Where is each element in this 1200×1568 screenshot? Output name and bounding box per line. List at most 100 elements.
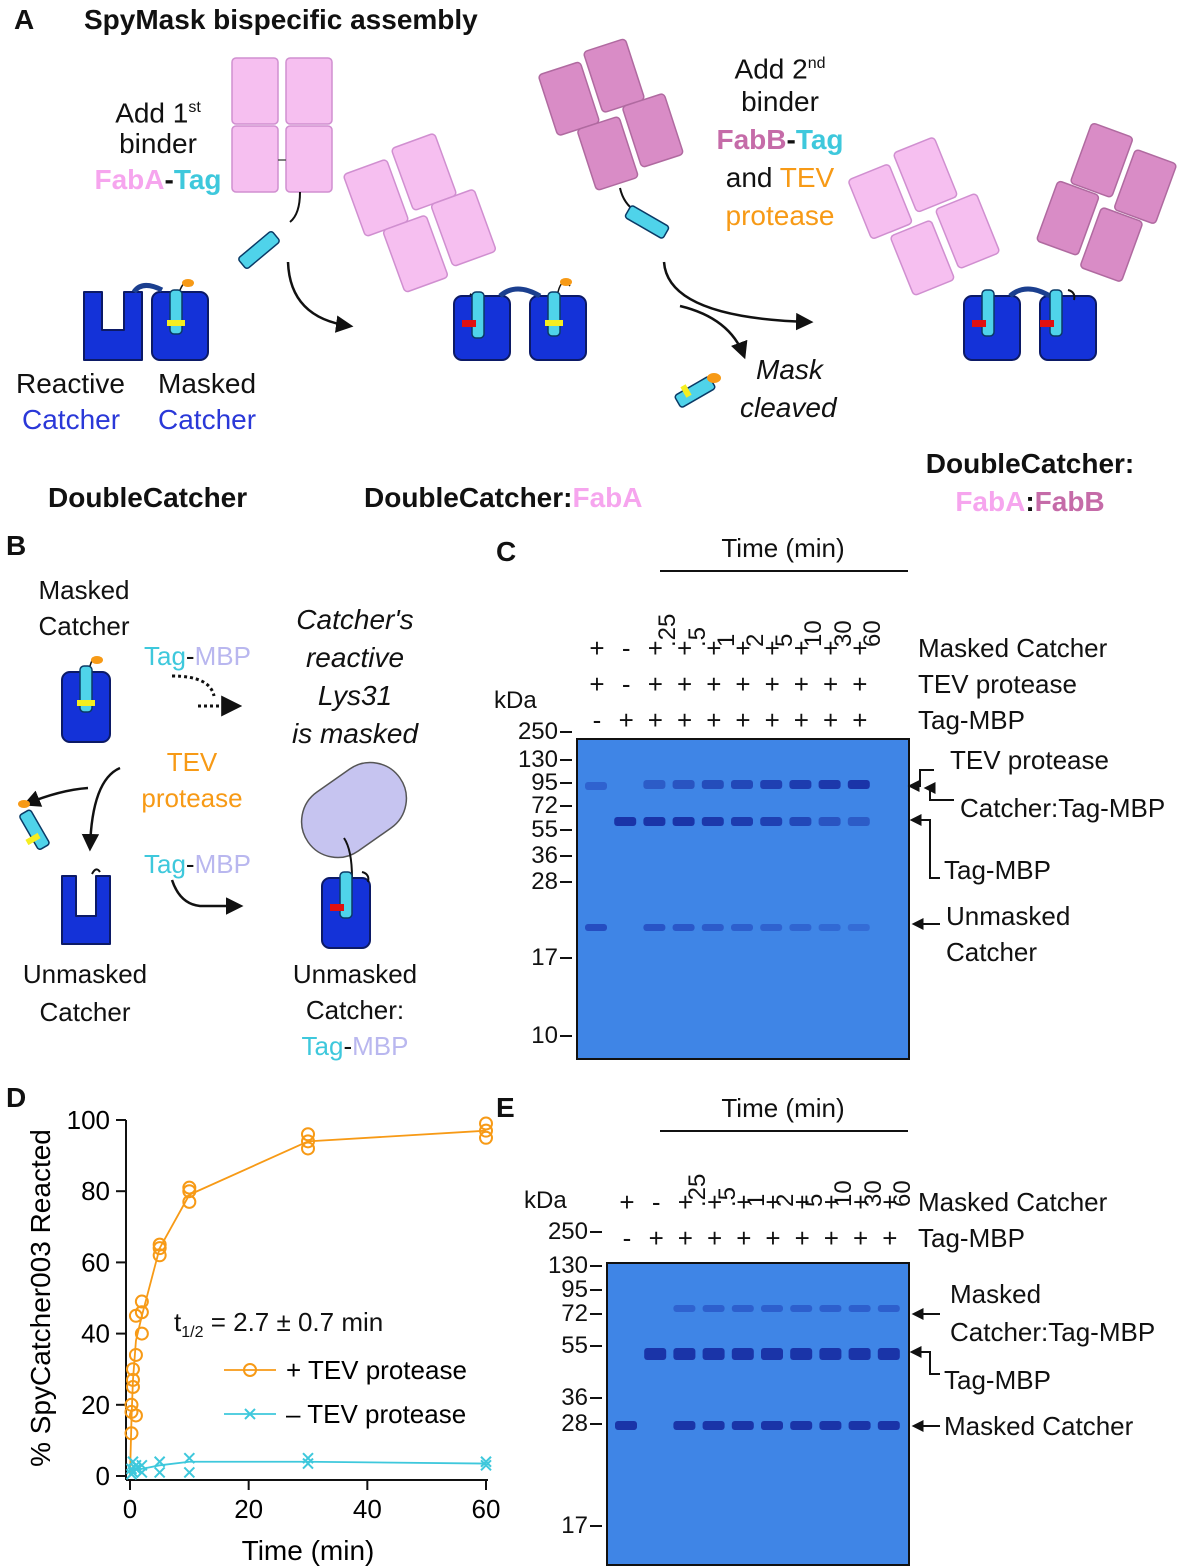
reactive-catcher-label: Catcher [22, 404, 121, 435]
e-band-0-3 [702, 1305, 725, 1312]
c-sign-2-0: - [592, 705, 602, 735]
e-marker-17: 17 [561, 1512, 588, 1539]
masked-catcher-label: Catcher [158, 404, 257, 435]
panel-b-diagram [18, 656, 408, 949]
b-mbp-3: MBP [352, 1031, 409, 1061]
e-sign-0-0: + [619, 1187, 635, 1217]
e-sign-1-5: + [765, 1223, 781, 1253]
c-band-3-3 [672, 924, 695, 931]
cleaved-mask-b-icon [18, 800, 50, 850]
series-0-point-10 [134, 1305, 149, 1320]
step2-fab: FabB [716, 124, 787, 155]
panel-e-letter: E [496, 1092, 515, 1123]
series-0-point-18 [301, 1141, 315, 1156]
c-band-3-9 [847, 924, 870, 931]
e-kda: kDa [524, 1187, 567, 1214]
c-band-3-2 [643, 924, 666, 931]
masked-label: Masked [158, 368, 257, 399]
series-0-point-5 [125, 1362, 140, 1377]
e-sign-0-1: - [651, 1187, 661, 1217]
c-sign-0-7: + [793, 633, 809, 663]
c-sign-1-2: + [647, 669, 663, 699]
series-0-point-17 [182, 1180, 197, 1195]
panel-c-letter: C [496, 536, 517, 567]
series-0-point-19 [301, 1134, 315, 1149]
e-band-0-7 [819, 1305, 842, 1312]
c-sign-1-7: + [793, 669, 809, 699]
step2-line1: Add 2nd [700, 46, 860, 87]
e-sign-0-3: + [707, 1187, 723, 1217]
e-band-masked-2: Catcher:Tag-MBP [950, 1317, 1156, 1347]
c-band-1-3 [672, 780, 695, 789]
e-band-1-2 [673, 1348, 696, 1360]
dc-final-faba: FabA [955, 486, 1026, 517]
c-kda: kDa [494, 687, 537, 714]
e-marker-95: 95 [561, 1276, 588, 1303]
doublecatcher-faba-icon [343, 133, 587, 361]
c-band-2-1 [614, 817, 637, 826]
series-0-point-22 [479, 1123, 493, 1138]
dc-final-colon: : [1025, 486, 1035, 517]
c-band-1-7 [789, 780, 812, 789]
step1-line3: FabA-Tag [58, 162, 258, 198]
c-sign-2-1: + [618, 705, 634, 735]
series-0-point-20 [301, 1127, 315, 1142]
c-band-2-4 [701, 817, 724, 826]
c-band-2-8 [818, 817, 841, 826]
series-1-point-15 [480, 1456, 492, 1468]
step1-line1: Add 1st [78, 90, 238, 131]
c-band-unmasked-1: Unmasked [946, 901, 1071, 931]
e-sign-1-0: - [622, 1223, 632, 1253]
x-tick-label-60: 60 [472, 1494, 501, 1524]
e-marker-36: 36 [561, 1384, 588, 1411]
e-band-2-9 [877, 1421, 900, 1430]
e-marker-28: 28 [561, 1410, 588, 1437]
c-sign-2-7: + [793, 705, 809, 735]
e-band-1-3 [702, 1348, 725, 1360]
e-band-1-9 [877, 1348, 900, 1360]
c-band-1-9 [847, 780, 870, 789]
x-tick-label-0: 0 [123, 1494, 137, 1524]
c-band-1-4 [701, 780, 724, 789]
step2-tag: Tag [795, 124, 844, 155]
series-0-point-9 [134, 1326, 149, 1341]
c-marker-36: 36 [531, 842, 558, 869]
e-band-tag-mbp: Tag-MBP [944, 1365, 1051, 1395]
series-1-point-14 [480, 1459, 492, 1472]
c-time-bracket [660, 570, 908, 572]
e-band-2-2 [673, 1421, 696, 1430]
e-band-arrow-1 [909, 1346, 940, 1375]
series-0-point-15 [182, 1194, 197, 1209]
c-band-arrow-0 [907, 769, 934, 792]
t-half-t: t [174, 1307, 182, 1337]
dc-faba-prefix: DoubleCatcher: [364, 482, 573, 513]
label-doublecatcher: DoubleCatcher [48, 482, 248, 513]
e-sign-1-7: + [823, 1223, 839, 1253]
c-marker-17: 17 [531, 944, 558, 971]
c-sign-1-4: + [706, 669, 722, 699]
c-band-3-6 [760, 924, 783, 931]
b-tag-3: Tag [301, 1031, 344, 1061]
e-band-1-4 [731, 1348, 754, 1360]
legend-label-1: – TEV protease [286, 1399, 466, 1429]
e-marker-72: 72 [561, 1300, 588, 1327]
c-sign-0-8: + [823, 633, 839, 663]
label-dc-final-2: FabA:FabB [890, 484, 1170, 520]
e-marker-250: 250 [547, 1218, 588, 1245]
step2-sup: nd [807, 55, 826, 72]
c-sign-1-5: + [735, 669, 751, 699]
c-sign-0-1: - [621, 633, 631, 663]
panel-d-letter: D [6, 1082, 27, 1113]
c-sign-1-3: + [677, 669, 693, 699]
e-sign-1-8: + [853, 1223, 869, 1253]
series-1-point-8 [153, 1466, 166, 1479]
series-1-point-11 [183, 1452, 196, 1464]
b-tev-2: protease [141, 783, 243, 813]
x-tick-label-20: 20 [234, 1494, 263, 1524]
c-sign-2-5: + [735, 705, 751, 735]
e-band-0-5 [761, 1305, 783, 1312]
e-band-1-8 [848, 1348, 871, 1360]
c-row-label-1: TEV protease [918, 669, 1077, 699]
series-0-point-23 [479, 1116, 493, 1131]
